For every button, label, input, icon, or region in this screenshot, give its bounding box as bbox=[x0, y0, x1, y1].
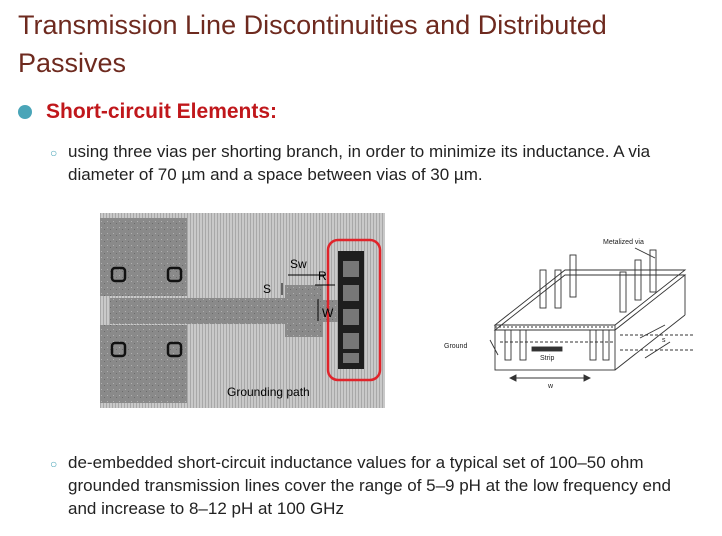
label-r: R bbox=[318, 269, 327, 283]
via-diagram: Metalized via Ground Strip w s bbox=[444, 239, 695, 390]
bullet-circle-icon: ○ bbox=[50, 146, 58, 160]
micrograph-photo: Sw S R W Grounding path bbox=[100, 213, 385, 408]
section-heading: Short-circuit Elements: bbox=[18, 100, 277, 124]
label-w: W bbox=[322, 306, 334, 320]
label-grounding-path: Grounding path bbox=[227, 385, 310, 399]
label-w-dim: w bbox=[547, 383, 554, 390]
via-highlight-box bbox=[326, 238, 382, 382]
sub-bullet-1: ○ using three vias per shorting branch, … bbox=[50, 140, 690, 186]
label-ground: Ground bbox=[444, 343, 467, 350]
sub-bullet-2: ○ de-embedded short-circuit inductance v… bbox=[50, 451, 695, 520]
bullet-text-2: de-embedded short-circuit inductance val… bbox=[68, 453, 671, 518]
section-label: Short-circuit Elements: bbox=[46, 100, 278, 123]
bullet-dot-icon bbox=[18, 105, 32, 119]
label-metalized-via: Metalized via bbox=[603, 239, 644, 246]
label-strip: Strip bbox=[540, 355, 555, 362]
slide-title: Transmission Line Discontinuities and Di… bbox=[18, 10, 607, 78]
label-sw: Sw bbox=[290, 257, 307, 271]
bullet-text-1: using three vias per shorting branch, in… bbox=[68, 142, 651, 184]
label-s: S bbox=[263, 282, 271, 296]
bullet-circle-icon: ○ bbox=[50, 457, 58, 471]
label-s-dim: s bbox=[662, 337, 666, 344]
